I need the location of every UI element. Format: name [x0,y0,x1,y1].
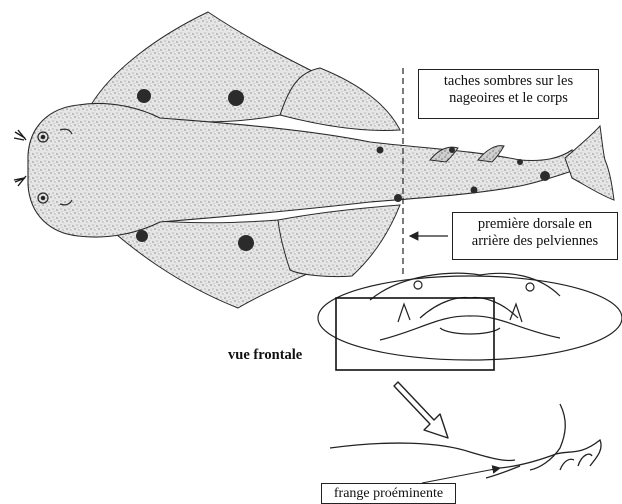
taches-label-line2: nageoires et le corps [425,90,592,107]
fringe-detail-icon [330,404,601,478]
taches-label-box: taches sombres sur les nageoires et le c… [418,69,599,119]
dorsale-label-box: première dorsale en arrière des pelvienn… [452,212,618,260]
dorsale-label-line1: première dorsale en [459,216,611,233]
dorsale-label-line2: arrière des pelviennes [459,233,611,250]
taches-label-line1: taches sombres sur les [425,73,592,90]
frontal-view-head-icon [318,273,622,360]
frange-label: frange proéminente [334,486,443,501]
shark-body-icon [14,12,614,308]
frange-pointer-arrow [422,468,500,483]
lower-pelvic-fin [278,205,400,277]
vue-frontale-caption: vue frontale [228,347,302,364]
caudal-fin-icon [565,126,614,200]
arrow-down-right-icon [394,382,448,438]
barbels-icon [14,130,26,186]
frange-label-box: frange proéminente [321,483,456,504]
